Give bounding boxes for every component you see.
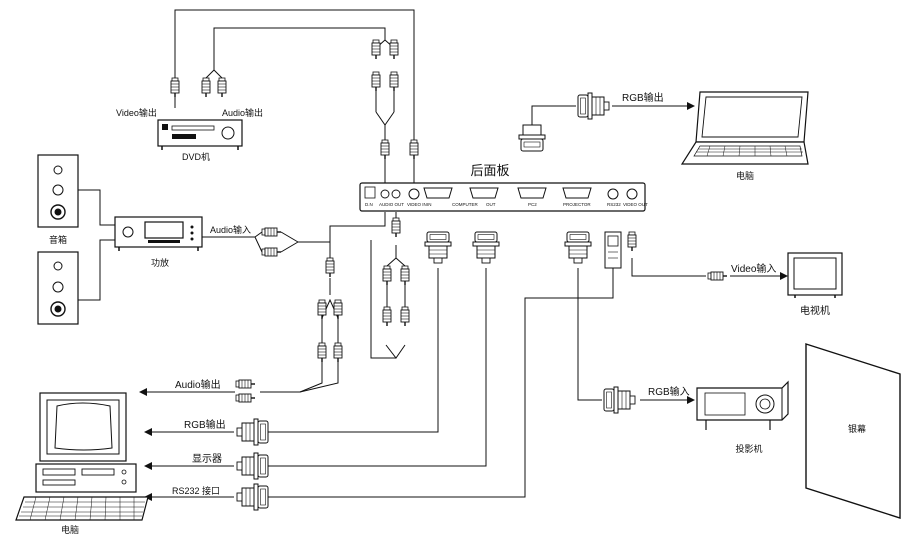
port-computer: COMPUTER <box>452 202 479 207</box>
rear-panel: D.N AUDIO OUT VIDEO IN IN COMPUTER OUT P… <box>359 182 648 212</box>
projector <box>696 380 789 430</box>
amp-audio-in-label: Audio输入 <box>210 224 251 235</box>
pc-audio-out-label: Audio输出 <box>175 378 221 391</box>
port-pc2: PC2 <box>528 202 537 207</box>
projection-screen <box>805 343 901 519</box>
projector-rgb-in-label: RGB输入 <box>648 385 690 398</box>
rear-panel-title: 后面板 <box>470 163 509 178</box>
pc-label: 电脑 <box>61 524 79 535</box>
dvd-audio-out-label: Audio输出 <box>222 107 263 118</box>
amplifier <box>114 216 203 251</box>
projector-label: 投影机 <box>735 443 762 454</box>
tv <box>787 252 843 298</box>
pc-rs232-label: RS232 接口 <box>172 485 220 496</box>
dvd-label: DVD机 <box>182 151 210 162</box>
tv-video-in-label: Video输入 <box>731 262 776 275</box>
port-computer-in: IN <box>427 202 432 207</box>
port-rs232: RS232 <box>607 202 621 207</box>
port-video-out: VIDEO OUT <box>623 202 648 207</box>
port-computer-out: OUT <box>486 202 496 207</box>
laptop <box>680 91 809 165</box>
port-video-in: VIDEO IN <box>407 202 427 207</box>
pc-monitor-label: 显示器 <box>192 453 222 465</box>
laptop-label: 电脑 <box>736 170 754 181</box>
pc-rgb-out-label: RGB输出 <box>184 418 226 431</box>
port-audio-out: AUDIO OUT <box>379 202 404 207</box>
port-audio-in: D.N <box>365 202 373 207</box>
screen-label: 银幕 <box>848 423 866 434</box>
speaker-bottom <box>37 251 79 325</box>
speaker-label: 音箱 <box>49 234 67 245</box>
amplifier-label: 功放 <box>151 257 169 268</box>
laptop-rgb-out-label: RGB输出 <box>622 91 664 104</box>
tv-label: 电视机 <box>800 304 830 317</box>
desktop-pc <box>15 392 149 521</box>
dvd-video-out-label: Video输出 <box>116 107 157 118</box>
connectors <box>170 39 728 511</box>
wires <box>139 9 788 501</box>
dvd-player <box>157 119 243 150</box>
speaker-top <box>37 154 79 228</box>
port-projector: PROJECTOR <box>563 202 591 207</box>
